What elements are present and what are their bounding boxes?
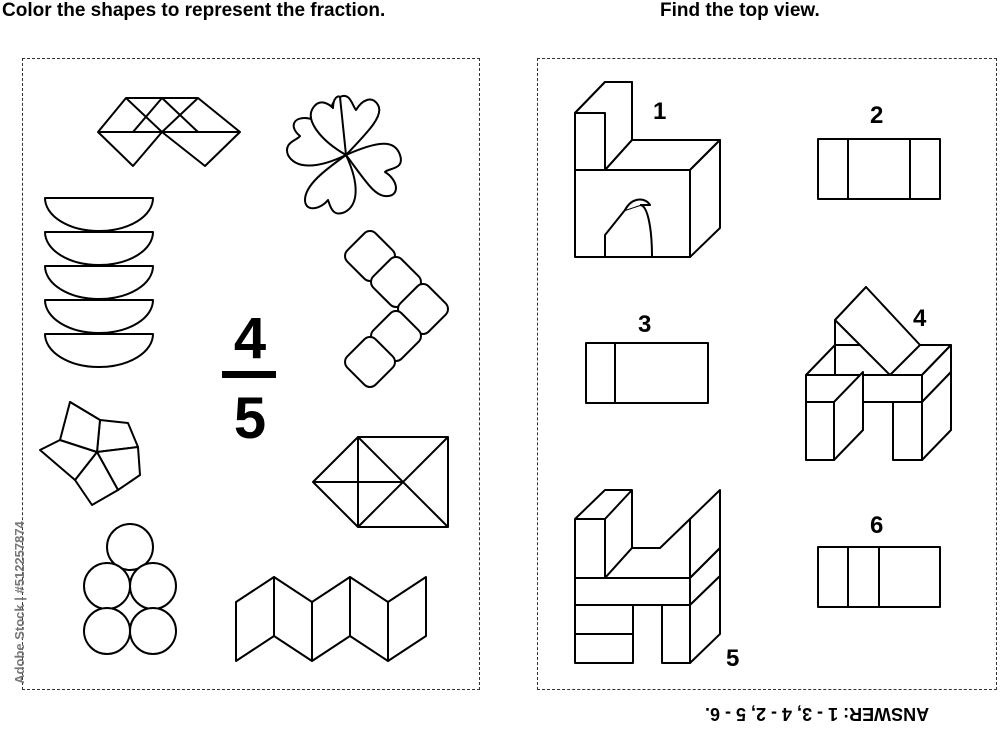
top-view-option-6[interactable]	[817, 546, 941, 608]
rhombus-star-shape[interactable]	[39, 401, 141, 506]
figure-label-4: 4	[913, 305, 927, 332]
stock-watermark: Adobe Stock | #512257874	[11, 521, 27, 684]
block-figure-4[interactable]	[805, 286, 952, 461]
right-heading: Find the top view.	[660, 0, 820, 21]
figure-label-2: 2	[870, 102, 884, 129]
answer-key: ANSWER: 1 - 3, 4 - 2, 5 - 6.	[705, 704, 930, 724]
zigzag-shape[interactable]	[235, 576, 427, 662]
left-heading: Color the shapes to represent the fracti…	[2, 0, 386, 21]
triangle-strip-shape[interactable]	[97, 97, 241, 167]
block-figure-1[interactable]	[574, 81, 721, 258]
figure-label-3: 3	[638, 311, 652, 338]
top-view-option-2[interactable]	[817, 138, 941, 200]
circles-shape[interactable]	[83, 523, 177, 655]
figure-label-5: 5	[726, 645, 740, 672]
flower-shape[interactable]	[286, 94, 402, 215]
chevron-squares-shape[interactable]	[342, 228, 452, 391]
half-moon-stack-shape[interactable]	[44, 197, 154, 368]
top-view-panel	[537, 58, 997, 690]
block-figure-5[interactable]	[574, 489, 721, 664]
figure-label-1: 1	[653, 98, 667, 125]
fraction-bar	[222, 371, 276, 378]
fraction-numerator: 4	[233, 306, 267, 371]
figure-label-6: 6	[870, 512, 884, 539]
top-view-option-3[interactable]	[585, 342, 709, 404]
fraction-panel	[22, 58, 480, 690]
envelope-shape[interactable]	[312, 436, 449, 528]
fraction-denominator: 5	[233, 386, 267, 451]
